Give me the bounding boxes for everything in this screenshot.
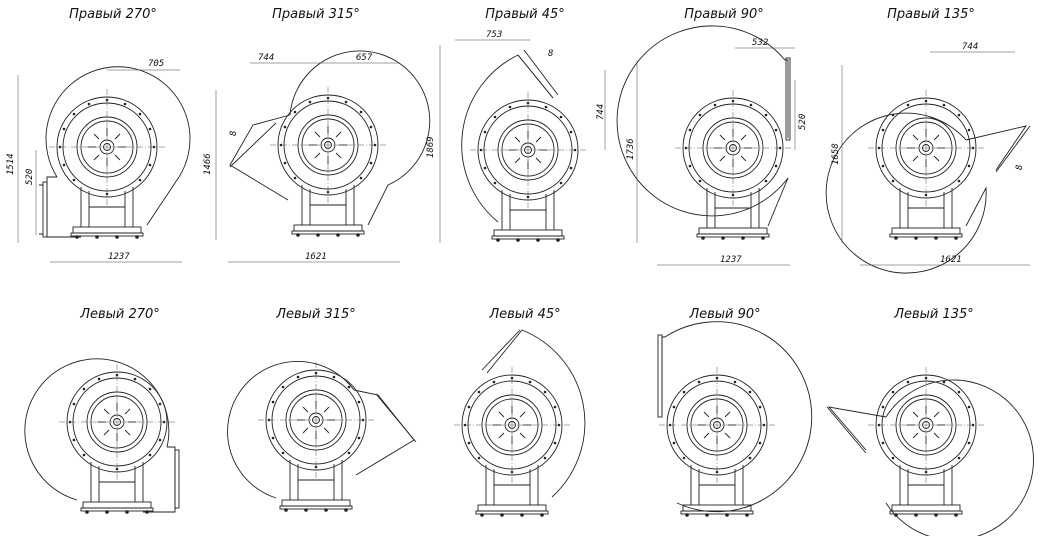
view-left-45: Левый 45° [453,307,586,518]
dim-label: 705 [148,59,164,69]
view-left-270: Левый 270° [24,307,180,515]
dim-label: 744 [596,104,606,120]
view-title: Правый 90° [684,7,764,22]
dim-label: 1736 [626,138,636,160]
view-title: Правый 270° [69,7,157,22]
dim-label: 753 [486,30,502,40]
dim-label: 657 [356,53,373,63]
view-right-45: Правый 45° 753 8 744 1869 [426,7,606,243]
dim-label: 1237 [108,252,130,262]
dim-label: 1621 [305,252,327,262]
dim-label: 1621 [940,255,962,265]
dim-label: 8 [548,49,553,59]
dim-label: 532 [752,38,768,48]
view-title: Правый 315° [272,7,360,22]
view-title: Левый 135° [893,307,974,322]
dim-label: 520 [25,169,35,185]
view-right-90: Правый 90° 532 520 1736 1237 [616,7,808,266]
dim-label: 520 [798,114,808,130]
dim-label: 1514 [6,153,16,175]
view-right-135: Правый 135° 744 1658 8 1621 [825,7,1031,274]
dim-label: 1237 [720,255,742,265]
dim-label: 8 [229,131,239,136]
view-title: Левый 270° [79,307,160,322]
view-right-270: Правый 270° 705 1514 520 1237 [6,7,191,263]
view-title: Правый 135° [887,7,975,22]
dim-label: 744 [962,42,978,52]
view-left-315: Левый 315° [227,307,417,513]
view-left-135: Левый 135° [826,307,1034,536]
view-right-315: Правый 315° 744 657 8 1466 1621 [203,7,431,263]
dim-label: 744 [258,53,274,63]
dim-label: 8 [1015,165,1025,170]
view-left-90: Левый 90° [657,307,813,518]
dim-label: 1466 [203,153,213,175]
view-title: Левый 315° [275,307,356,322]
view-title: Правый 45° [485,7,565,22]
dim-label: 1869 [426,136,436,158]
view-title: Левый 45° [488,307,560,322]
view-title: Левый 90° [688,307,760,322]
dim-label: 1658 [831,143,841,165]
